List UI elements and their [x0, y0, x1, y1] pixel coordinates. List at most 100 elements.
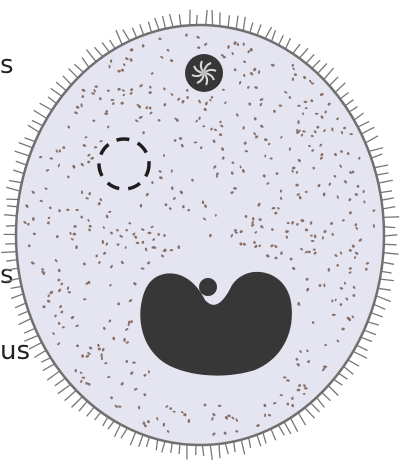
cilium: [263, 432, 266, 443]
cilium: [318, 63, 327, 73]
cilium: [380, 279, 394, 281]
cilium: [348, 360, 359, 366]
cilium: [34, 110, 47, 118]
cilium: [11, 286, 22, 288]
cilium: [354, 113, 364, 120]
cilium: [378, 288, 391, 290]
cilium: [179, 444, 180, 454]
cilium: [155, 18, 160, 30]
cilium: [171, 443, 172, 453]
cilium: [146, 437, 149, 447]
cilium: [371, 154, 382, 158]
cilium: [305, 408, 315, 419]
cilium: [265, 27, 272, 38]
cilium: [234, 442, 236, 453]
cilium: [115, 424, 121, 437]
cilium: [384, 235, 397, 236]
cilium: [103, 417, 108, 426]
cilium: [334, 379, 343, 385]
cilium: [328, 386, 338, 396]
cilium: [299, 48, 308, 58]
granule: [81, 190, 83, 194]
cilium: [197, 15, 198, 25]
cilium: [291, 418, 298, 432]
cilium: [32, 121, 43, 126]
cilium: [139, 435, 143, 447]
cilium: [225, 443, 228, 454]
cilium: [94, 47, 102, 57]
cilium: [361, 337, 372, 341]
cilium: [24, 335, 38, 341]
cilium: [132, 28, 136, 38]
cilium: [82, 58, 89, 68]
cilium: [249, 438, 251, 448]
cilium: [1, 252, 16, 253]
cilium: [11, 294, 23, 299]
cilium: [51, 88, 62, 96]
cilium: [271, 429, 276, 440]
granule: [148, 370, 150, 373]
cilium: [374, 304, 386, 309]
cilium: [272, 30, 276, 41]
cilium: [34, 350, 46, 357]
cilium: [87, 407, 95, 417]
cilium: [365, 136, 378, 143]
cilium: [102, 43, 109, 53]
cilium: [361, 127, 374, 134]
cilium: [4, 215, 17, 216]
cilium: [376, 173, 388, 175]
cilium: [353, 351, 367, 358]
cilium: [381, 271, 391, 273]
cilium: [56, 82, 66, 91]
cilium: [369, 148, 383, 152]
cilium: [284, 422, 291, 434]
cilium: [110, 40, 116, 49]
contractile-vacuole: [185, 54, 223, 92]
cilium: [19, 319, 32, 325]
cilium: [378, 180, 393, 183]
cilium: [335, 83, 345, 93]
cilium: [278, 425, 284, 435]
cilium: [58, 384, 71, 393]
cilium: [28, 125, 39, 132]
cilium: [19, 143, 33, 148]
cilium: [24, 328, 35, 333]
cilium: [65, 390, 77, 400]
cilium: [228, 15, 230, 27]
granule: [68, 291, 71, 293]
cilium: [29, 342, 42, 349]
cilium: [148, 22, 151, 33]
cilium: [339, 373, 348, 379]
cilium: [210, 445, 212, 460]
cilium: [47, 371, 60, 380]
cilium: [43, 364, 55, 371]
cilium: [170, 14, 174, 27]
cilium: [15, 303, 26, 308]
cilium: [380, 191, 392, 193]
cilium: [257, 435, 261, 447]
cilium: [376, 296, 391, 302]
cilium: [383, 207, 396, 209]
cilium: [156, 439, 158, 450]
cilium: [285, 38, 290, 49]
cilium: [55, 378, 65, 386]
cilium: [357, 345, 368, 350]
cilium: [257, 25, 261, 36]
cilium: [15, 151, 30, 156]
cilium: [371, 313, 383, 317]
cilium: [322, 392, 331, 400]
cilium: [340, 93, 348, 99]
micronucleus: [199, 278, 217, 296]
cilium: [306, 54, 314, 63]
cilium: [384, 227, 395, 228]
cilium: [383, 253, 398, 255]
cilium: [6, 260, 17, 262]
cilium: [349, 107, 357, 112]
cilium: [9, 181, 22, 183]
cilium: [324, 68, 334, 80]
cilium: [86, 50, 96, 62]
cilium: [250, 23, 253, 33]
cilium: [345, 100, 353, 106]
vacuole-core: [201, 70, 207, 76]
